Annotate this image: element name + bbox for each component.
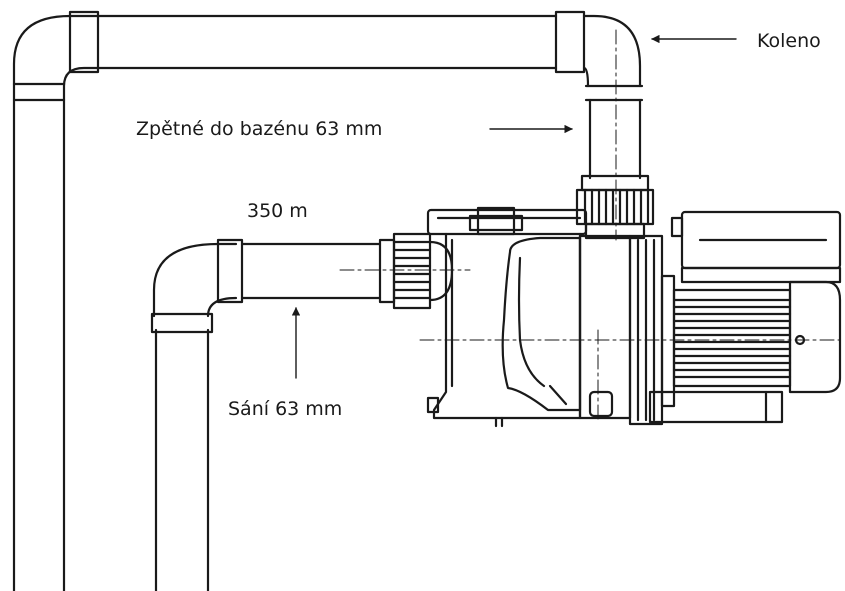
suction-label: Sání 63 mm	[228, 398, 343, 420]
suction-pipe	[150, 238, 471, 591]
suction-union-nut	[378, 232, 454, 310]
pipe-length-label: 350 m	[247, 200, 308, 222]
return-union-nut	[575, 174, 655, 240]
pump-motor	[648, 210, 842, 424]
elbow-label: Koleno	[757, 30, 821, 52]
pump-housing	[419, 206, 841, 428]
return-pipe	[12, 10, 644, 591]
return-line-label: Zpětné do bazénu 63 mm	[136, 118, 383, 140]
